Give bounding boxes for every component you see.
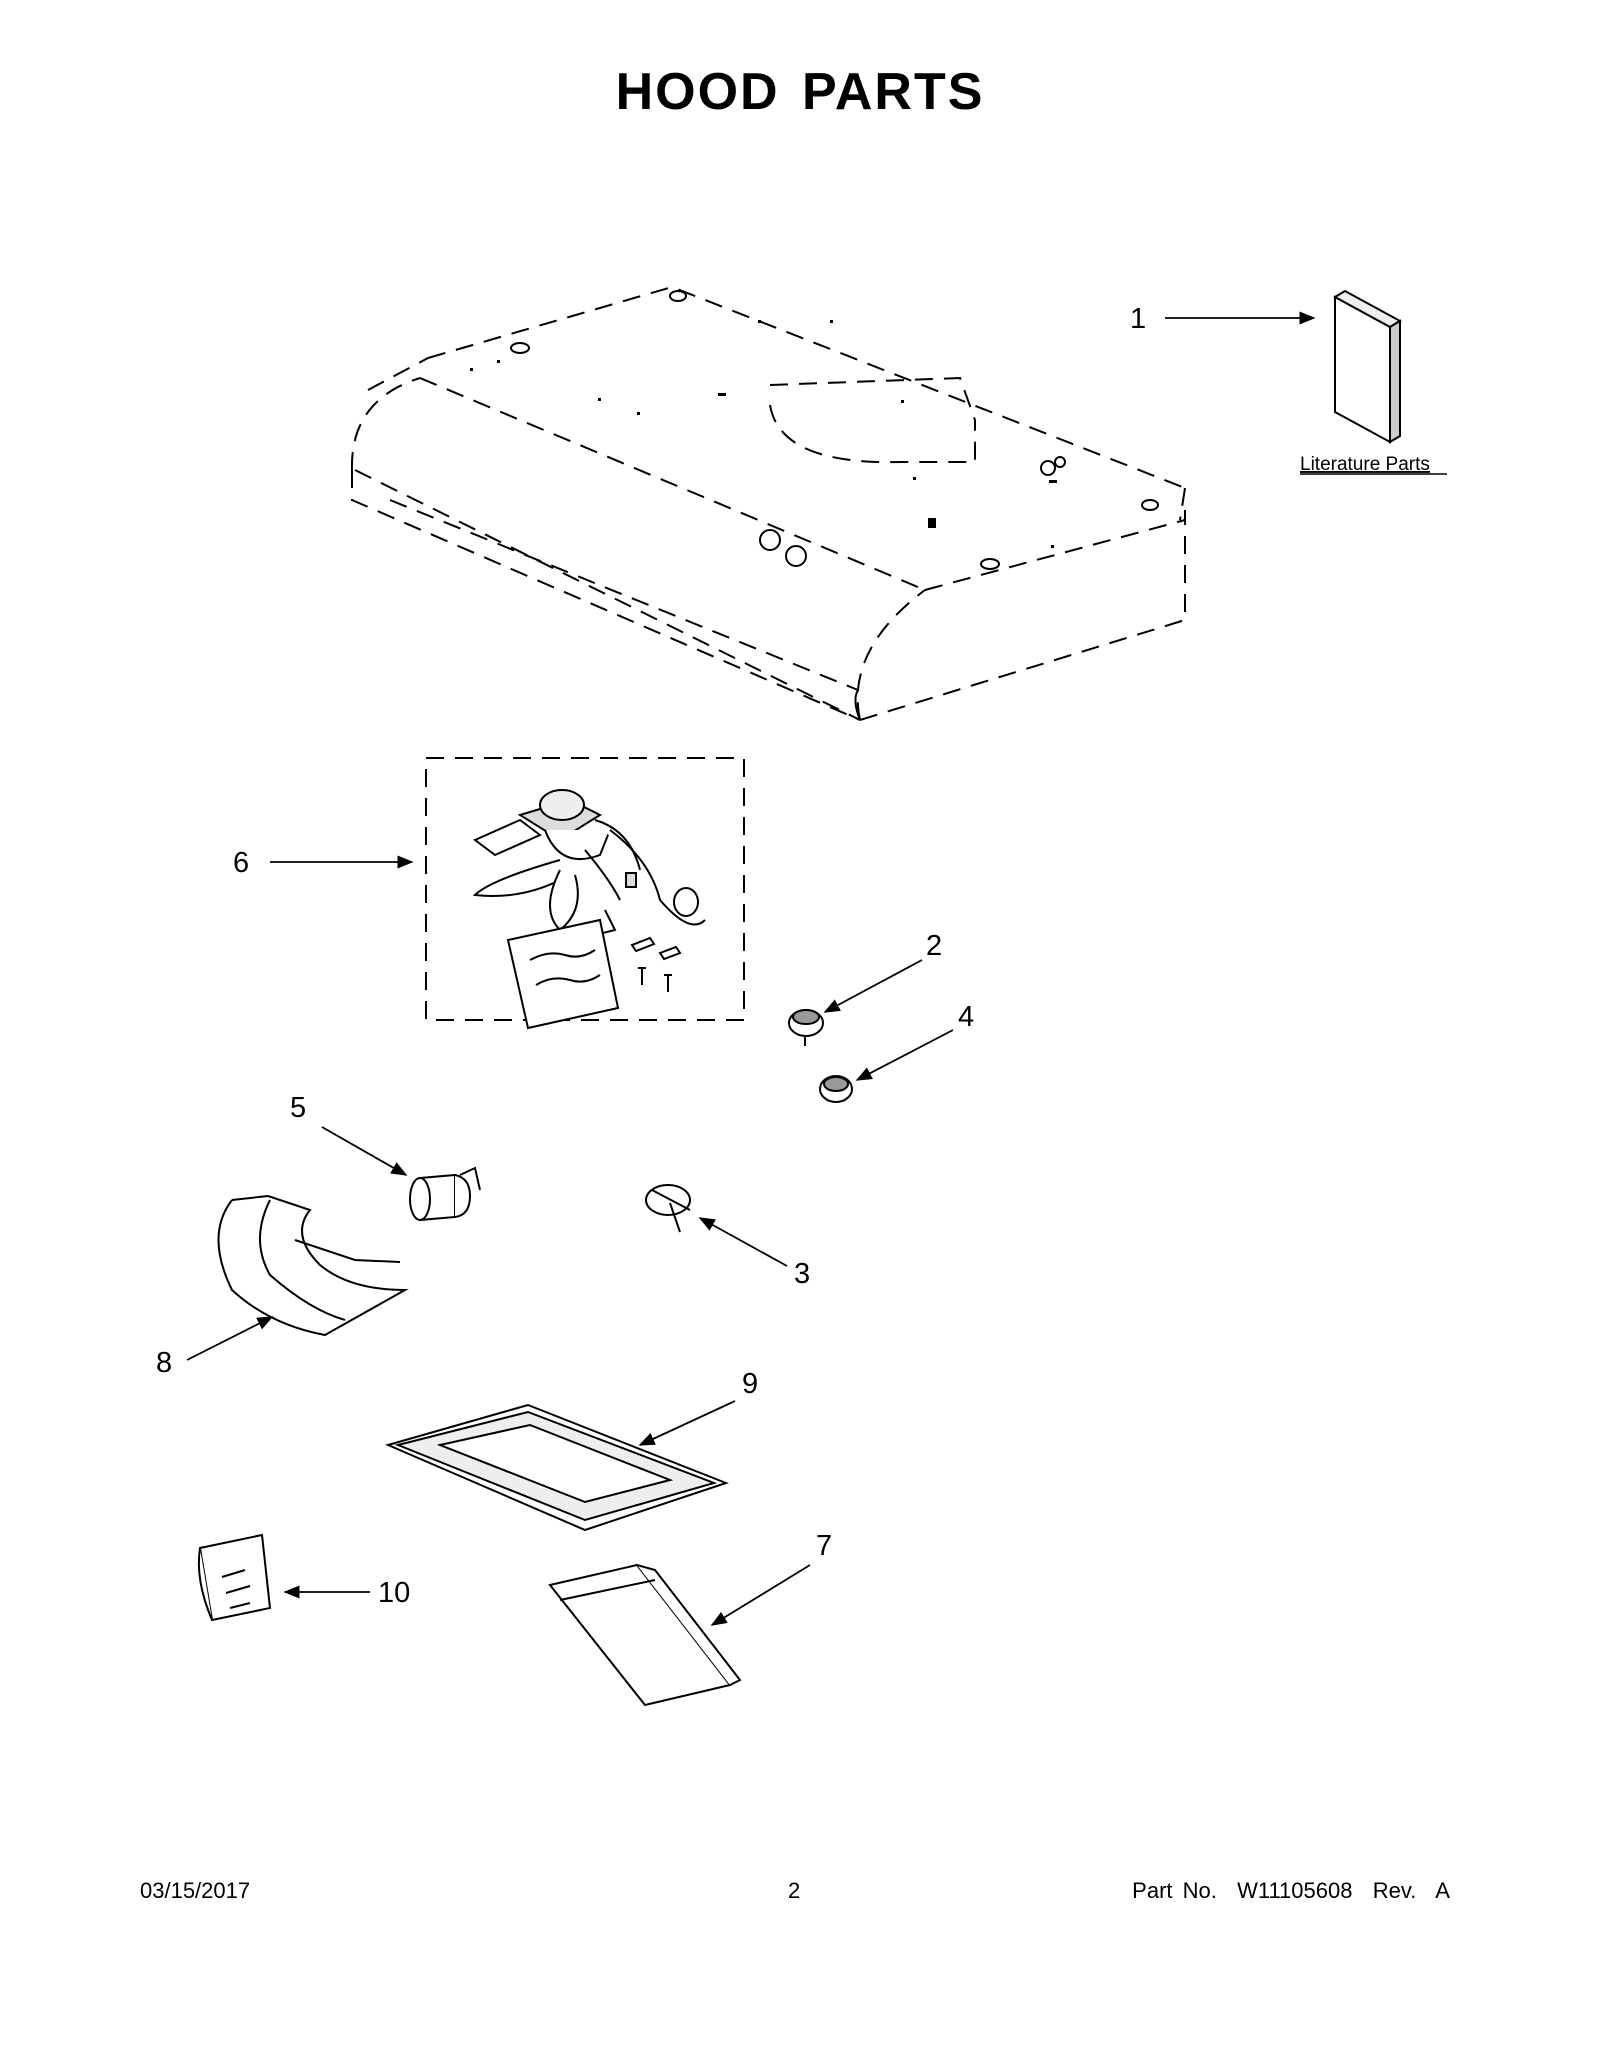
- callout-5: 5: [290, 1092, 306, 1124]
- fan-switch: [645, 1184, 691, 1233]
- hood-details: [510, 290, 1159, 721]
- callout-9: 9: [742, 1368, 758, 1400]
- footer-date: 03/15/2017: [140, 1878, 251, 1903]
- callout-6: 6: [233, 847, 249, 879]
- callout-arrows: [186, 311, 1316, 1626]
- instruction-sheet: [506, 918, 620, 1030]
- callout-8: 8: [156, 1347, 172, 1379]
- hardware-bag: [197, 1533, 272, 1622]
- control-knob-2: [788, 1009, 824, 1046]
- callout-4: 4: [958, 1001, 974, 1033]
- callout-1: 1: [1130, 303, 1146, 335]
- hood-small-holes: [470, 320, 1057, 548]
- control-knob-4: [819, 1075, 853, 1103]
- blower-motor: [472, 789, 706, 936]
- footer-part-number: Part No. W11105608 Rev. A: [1132, 1878, 1450, 1903]
- lamp-socket: [409, 1166, 481, 1222]
- footer-page-number: 2: [788, 1878, 801, 1903]
- page-title: HOOD PARTS: [615, 63, 985, 121]
- callout-10: 10: [378, 1577, 410, 1609]
- motor-kit-box: [425, 757, 745, 1021]
- grease-filter: [385, 1403, 729, 1532]
- literature-book: [1332, 289, 1403, 444]
- hood-body: [350, 285, 1186, 721]
- callout-2: 2: [926, 930, 942, 962]
- light-cover: [548, 1563, 742, 1707]
- hardware-screws: [630, 936, 682, 992]
- literature-parts-label: Literature Parts: [1300, 454, 1430, 475]
- light-bracket: [217, 1195, 409, 1337]
- callout-7: 7: [816, 1530, 832, 1562]
- callout-labels: 1 2 3 4 5 6 7 8 9 10: [156, 303, 1146, 1609]
- callout-3: 3: [794, 1258, 810, 1290]
